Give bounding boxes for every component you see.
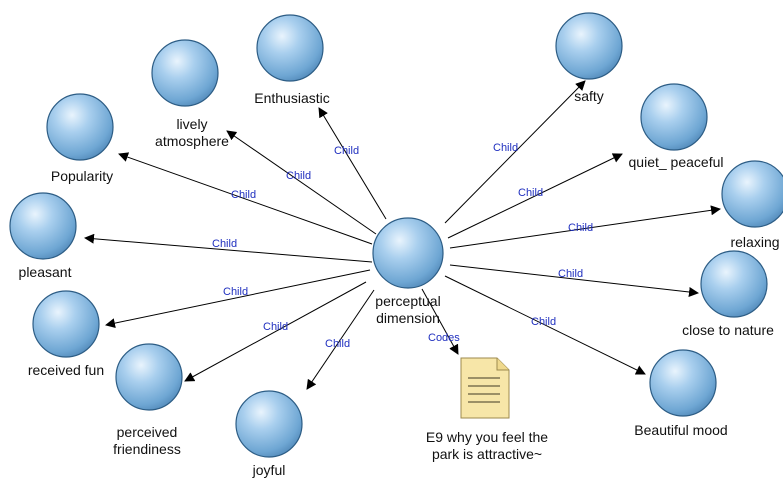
node-relaxing[interactable] [721,160,783,228]
node-label-enthusiastic: Enthusiastic [254,90,330,106]
edge-beautiful [444,275,646,375]
edge-relaxing [449,205,721,249]
node-popularity[interactable] [46,93,114,161]
node-beautiful[interactable] [649,349,717,417]
node-enthusiastic[interactable] [256,14,324,82]
edge-label-fun: Child [223,286,249,298]
edge-lively [226,130,377,235]
edge-label-quiet: Child [518,187,544,199]
edge-quiet [447,153,623,239]
node-joyful[interactable] [235,390,303,458]
node-pleasant[interactable] [9,192,77,260]
node-label-fun: received fun [27,362,105,378]
node-label-nature: close to nature [682,322,774,338]
node-label-quiet: quiet_ peaceful [628,154,724,170]
node-quiet[interactable] [640,83,708,151]
edge-label-relaxing: Child [568,222,594,234]
edge-nature [449,264,699,297]
edge-joyful [306,289,375,390]
edge-label-pleasant: Child [212,238,238,250]
node-label-pleasant: pleasant [18,264,72,280]
edge-fun [105,269,371,329]
edge-pleasant [84,233,373,263]
node-fun[interactable] [32,290,100,358]
edge-label-beautiful: Child [531,316,557,328]
document-label: E9 why you feel the park is attractive~ [425,429,549,462]
center-node[interactable] [372,217,444,289]
edge-label-nature: Child [558,268,584,280]
node-label-safty: safty [574,88,604,104]
node-lively[interactable] [151,39,219,107]
edge-label-popularity: Child [231,189,257,201]
node-friendliness[interactable] [115,343,183,411]
document-icon[interactable] [460,357,510,419]
edge-codes [421,288,459,355]
node-label-popularity: Popularity [50,168,114,184]
edge-safty [444,80,586,224]
edge-enthusiastic [318,107,387,220]
edge-friendliness [184,281,367,382]
node-label-lively: lively atmosphere [155,116,229,149]
edge-popularity [118,152,373,245]
edge-label-joyful: Child [325,338,351,350]
node-nature[interactable] [700,250,768,318]
edge-label-safty: Child [493,142,519,154]
node-label-beautiful: Beautiful mood [634,422,728,438]
node-label-joyful: joyful [252,462,286,478]
node-label-relaxing: relaxing [730,234,780,250]
edge-label-friendliness: Child [263,321,289,333]
edge-label-lively: Child [286,170,312,182]
codes-edge-label: Codes [428,332,460,344]
edge-label-enthusiastic: Child [334,145,360,157]
node-safty[interactable] [555,12,623,80]
node-label-friendliness: perceived friendiness [113,424,181,457]
center-node-label: perceptual dimension [375,293,441,326]
